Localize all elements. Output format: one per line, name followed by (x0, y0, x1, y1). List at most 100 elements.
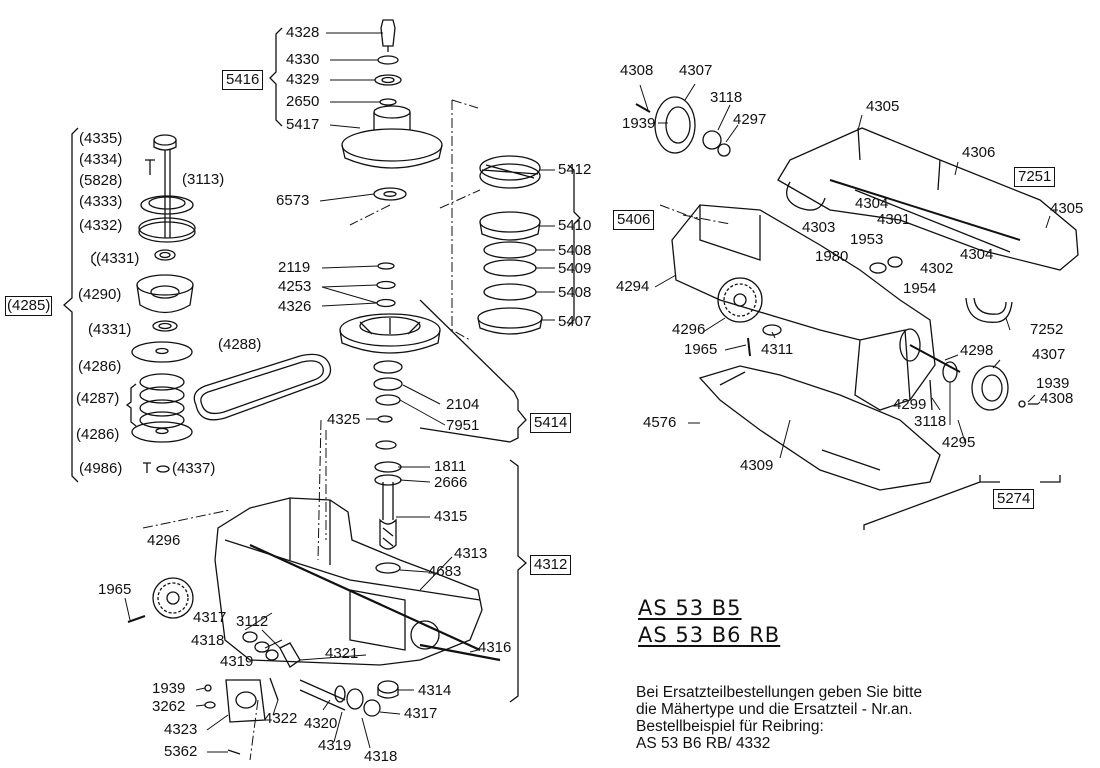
part-label: 4296 (147, 532, 181, 549)
part-label: 3112 (236, 613, 269, 630)
part-label: 4330 (286, 51, 320, 68)
model-title-b6rb: AS 53 B6 RB (638, 623, 781, 647)
part-label: 5408 (558, 242, 592, 259)
part-label: 4683 (428, 563, 462, 580)
order-note-line: AS 53 B6 RB/ 4332 (636, 735, 771, 752)
group-label-4285: (4285) (5, 296, 53, 316)
leader-lines (124, 32, 1051, 753)
part-label: 4323 (164, 721, 198, 738)
part-label: 2119 (278, 259, 311, 276)
bracket-7252 (965, 297, 1013, 323)
part-label: 4317 (404, 705, 438, 722)
part-label: 2104 (446, 396, 480, 413)
disc-stack-parts (477, 155, 543, 335)
part-label: 4311 (761, 341, 794, 358)
part-label: 2666 (434, 474, 468, 491)
part-label: 4317 (193, 609, 227, 626)
part-label: 4320 (304, 715, 338, 732)
order-note: Bei Ersatzteilbestellungen geben Sie bit… (636, 684, 922, 752)
part-label: (4286) (76, 426, 120, 443)
bracket-5406 (567, 164, 581, 327)
part-label: 5407 (558, 313, 592, 330)
part-label: 4307 (679, 62, 713, 79)
part-label: 4296 (672, 321, 706, 338)
part-label: (4335) (79, 130, 123, 147)
part-label: 4322 (264, 710, 298, 727)
part-label: 4299 (893, 396, 927, 413)
part-label: 4314 (418, 682, 452, 699)
part-label: 2650 (286, 93, 320, 110)
part-label: 4319 (220, 653, 254, 670)
part-label: 4305 (1050, 200, 1084, 217)
part-label: (4337) (172, 460, 216, 477)
part-label: 6573 (276, 192, 310, 209)
gearbox-small-parts (204, 631, 399, 755)
mower-frame-7251 (777, 127, 1079, 271)
part-label: 3118 (914, 413, 947, 430)
part-label: 5409 (558, 260, 592, 277)
part-label: 4308 (620, 62, 654, 79)
part-label: 4297 (733, 111, 767, 128)
part-label: 4318 (364, 748, 398, 765)
part-label: 4325 (327, 411, 361, 428)
gearbox-shaft-parts (374, 440, 402, 574)
part-label: 5410 (558, 217, 592, 234)
part-label: 4304 (855, 195, 889, 212)
part-label: 4306 (962, 144, 996, 161)
part-label: 4304 (960, 246, 994, 263)
v-belt-4288 (193, 353, 332, 421)
part-label: 4295 (942, 434, 976, 451)
skid-plate-4309 (698, 365, 941, 491)
part-label: 4294 (616, 278, 650, 295)
group-label-5414: 5414 (530, 413, 572, 433)
group-label-5274: 5274 (993, 489, 1035, 509)
bracket-4312 (509, 459, 527, 703)
part-label: (4287) (76, 390, 120, 407)
part-label: 4326 (278, 298, 312, 315)
part-label: 4301 (877, 211, 911, 228)
part-label: 7252 (1030, 321, 1064, 338)
part-label: 1954 (903, 280, 937, 297)
part-label: (4333) (79, 193, 123, 210)
part-label: 5408 (558, 284, 592, 301)
part-label: (4288) (218, 336, 262, 353)
group-label-5406: 5406 (613, 210, 655, 230)
bracket-4285-outer (63, 127, 79, 483)
part-label: 1953 (850, 231, 884, 248)
model-title-b5: AS 53 B5 (638, 596, 742, 620)
part-label: 3262 (152, 698, 186, 715)
part-label: 1939 (152, 680, 186, 697)
group-label-4312: 4312 (530, 555, 572, 575)
part-label: 4316 (478, 639, 512, 656)
part-label: 4298 (960, 342, 994, 359)
part-label: 4307 (1032, 346, 1066, 363)
part-label: 1939 (622, 115, 656, 132)
part-label: (4286) (78, 358, 122, 375)
part-label: 7951 (446, 417, 480, 434)
part-label: 4313 (454, 545, 488, 562)
part-label: 1939 (1036, 375, 1070, 392)
part-label: 3118 (710, 89, 743, 106)
part-label: 4302 (920, 260, 954, 277)
part-label: 1965 (684, 341, 718, 358)
part-label: 4308 (1040, 390, 1074, 407)
left-column-parts (131, 134, 196, 473)
right-lower-parts (869, 256, 1038, 411)
bracket-5416 (269, 27, 283, 127)
part-label: 4309 (740, 457, 774, 474)
right-top-parts (635, 96, 731, 157)
part-label: (3113) (182, 171, 225, 188)
part-label: 1965 (98, 581, 132, 598)
part-label: 4321 (325, 645, 359, 662)
bracket-5274 (863, 475, 1061, 530)
part-label: (4331) (88, 321, 132, 338)
part-label: (4290) (78, 286, 122, 303)
bracket-5414 (419, 299, 527, 443)
bracket-4331 (91, 251, 97, 267)
part-label: 4315 (434, 508, 468, 525)
gear-housing-4294 (671, 204, 961, 411)
bracket-4287 (125, 383, 137, 427)
part-label: 4576 (643, 414, 677, 431)
part-label: 4253 (278, 278, 312, 295)
